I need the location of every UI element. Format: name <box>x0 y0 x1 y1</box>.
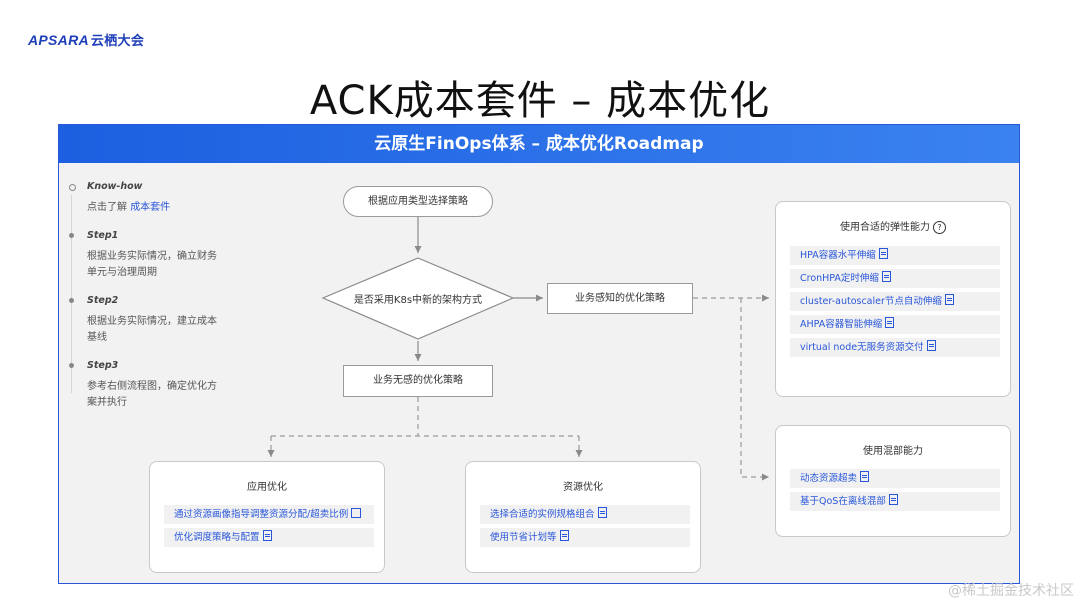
step-bullet <box>69 363 74 368</box>
res-opt-item[interactable]: 选择合适的实例规格组合 <box>480 505 690 524</box>
flow-decision-label: 是否采用K8s中新的架构方式 <box>353 295 483 306</box>
help-icon[interactable]: ? <box>933 221 946 234</box>
document-icon <box>881 271 891 282</box>
flow-start-node: 根据应用类型选择策略 <box>343 186 493 217</box>
slide-title: ACK成本套件 – 成本优化 <box>309 78 771 124</box>
step-bullet <box>69 298 74 303</box>
steps-list: Know-how 点击了解 成本套件 Step1 根据业务实际情况，确立财务单元… <box>67 181 217 425</box>
flow-aware-node: 业务感知的优化策略 <box>547 283 693 314</box>
suite-link[interactable]: 成本套件 <box>130 202 171 213</box>
resource-optimization-panel: 资源优化 选择合适的实例规格组合 使用节省计划等 <box>465 461 701 573</box>
document-icon <box>885 317 895 328</box>
document-icon <box>944 294 954 305</box>
decision-diamond <box>321 257 515 340</box>
colocation-item[interactable]: 基于QoS在离线混部 <box>790 492 1000 511</box>
document-icon <box>878 248 888 259</box>
colocation-panel: 使用混部能力 动态资源超卖 基于QoS在离线混部 <box>775 425 1011 537</box>
step-knowhow: Know-how 点击了解 成本套件 <box>67 181 217 216</box>
step-1: Step1 根据业务实际情况，确立财务单元与治理周期 <box>67 230 217 281</box>
res-opt-item[interactable]: 使用节省计划等 <box>480 528 690 547</box>
elastic-item[interactable]: CronHPA定时伸缩 <box>790 269 1000 288</box>
elastic-capability-panel: 使用合适的弹性能力? HPA容器水平伸缩 CronHPA定时伸缩 cluster… <box>775 201 1011 397</box>
elastic-item[interactable]: cluster-autoscaler节点自动伸缩 <box>790 292 1000 311</box>
document-icon <box>926 340 936 351</box>
roadmap-banner: 云原生FinOps体系 – 成本优化Roadmap <box>59 125 1019 163</box>
step-bullet <box>69 184 76 191</box>
app-opt-item[interactable]: 优化调度策略与配置 <box>164 528 374 547</box>
steps-timeline <box>71 195 72 393</box>
colocation-item[interactable]: 动态资源超卖 <box>790 469 1000 488</box>
elastic-item[interactable]: AHPA容器智能伸缩 <box>790 315 1000 334</box>
elastic-item[interactable]: virtual node无服务资源交付 <box>790 338 1000 357</box>
flow-connectors <box>267 217 769 481</box>
step-bullet <box>69 233 74 238</box>
document-icon <box>262 530 272 541</box>
watermark: @稀土掘金技术社区 <box>948 583 1074 599</box>
document-icon <box>860 471 870 482</box>
document-icon <box>559 530 569 541</box>
app-opt-item[interactable]: 通过资源画像指导调整资源分配/超卖比例 <box>164 505 374 524</box>
step-2: Step2 根据业务实际情况，建立成本基线 <box>67 295 217 346</box>
document-icon <box>597 507 607 518</box>
app-optimization-panel: 应用优化 通过资源画像指导调整资源分配/超卖比例 优化调度策略与配置 <box>149 461 385 573</box>
step-3: Step3 参考右侧流程图，确定优化方案并执行 <box>67 360 217 411</box>
flow-unaware-node: 业务无感的优化策略 <box>343 365 493 397</box>
roadmap-frame: 云原生FinOps体系 – 成本优化Roadmap Know-how 点击了解 … <box>58 124 1020 584</box>
elastic-item[interactable]: HPA容器水平伸缩 <box>790 246 1000 265</box>
external-link-icon <box>351 508 362 518</box>
document-icon <box>888 494 898 505</box>
